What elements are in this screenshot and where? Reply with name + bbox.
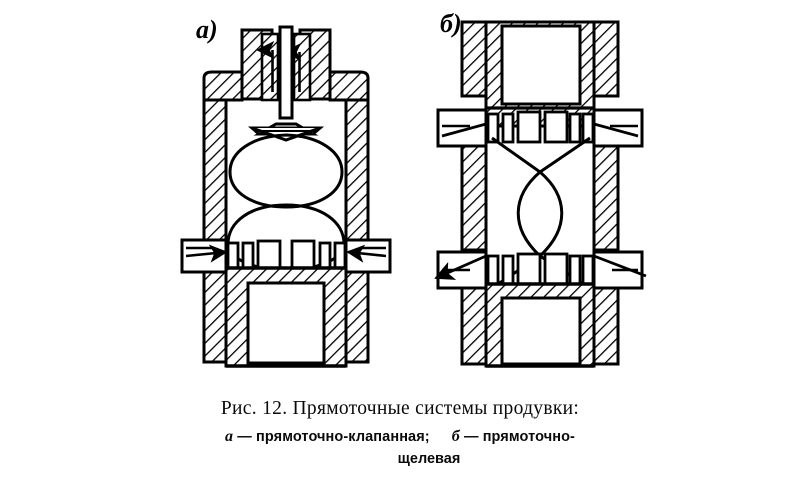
exhaust-port-left — [436, 108, 488, 148]
piston-ring — [501, 112, 515, 144]
cylinder-wall-right-lower — [344, 260, 370, 364]
piston — [224, 266, 348, 368]
diagram-b-label: б) — [440, 9, 462, 38]
cylinder-head-deck — [202, 70, 370, 102]
scavenge-port-belt-b — [434, 250, 647, 290]
lower-piston-rings — [486, 252, 595, 286]
piston-ring — [543, 252, 569, 286]
piston-ring — [241, 241, 255, 271]
figure-caption: Рис. 12. Прямоточные системы продувки: а… — [0, 396, 800, 469]
swirl-flow-right-strand — [537, 136, 591, 290]
caption-key-a-text: прямоточно-клапанная; — [256, 429, 430, 445]
intake-line-lower-right — [593, 254, 647, 278]
caption-key-b-text: прямоточно- — [482, 429, 575, 445]
piston-ring — [516, 110, 542, 144]
piston-ring — [568, 254, 582, 286]
caption-key: а — прямоточно-клапанная; б — прямоточно- — [0, 426, 800, 448]
piston-ring — [333, 241, 347, 271]
cylinder-wall-left — [202, 98, 228, 244]
cylinder-walls — [202, 98, 370, 364]
swirl-flow-b — [491, 136, 591, 290]
lower-piston — [484, 282, 596, 368]
diagram-b: б) — [434, 9, 647, 368]
exhaust-port-belt — [436, 108, 644, 148]
piston-ring — [516, 252, 542, 286]
piston-ring — [486, 254, 500, 286]
cylinder-walls-b — [460, 20, 620, 366]
swirl-flow-left-strand — [491, 136, 543, 290]
piston-ring — [581, 254, 595, 286]
caption-key-a-dash: — — [237, 429, 252, 445]
caption-title: Рис. 12. Прямоточные системы продувки: — [220, 398, 580, 419]
piston-ring — [486, 112, 500, 144]
cylinder-wall-right-top — [592, 20, 620, 98]
technical-drawing: а) — [180, 9, 647, 368]
lower-piston-cavity — [500, 296, 582, 366]
cylinder-wall-left-lower — [202, 260, 228, 364]
piston-ring — [581, 112, 595, 144]
cylinder-wall-left-top — [460, 20, 488, 98]
exhaust-port-right — [592, 108, 644, 148]
caption-key-a-marker: а — [225, 428, 234, 445]
caption-key-b-marker: б — [451, 428, 460, 445]
intake-arrow-right — [346, 244, 387, 263]
piston-ring — [290, 239, 316, 271]
piston-ring — [256, 239, 282, 271]
piston-cavity — [246, 281, 326, 365]
piston-ring — [226, 241, 240, 271]
intake-arrow-left — [185, 244, 228, 263]
cylinder-wall-right-low — [592, 280, 620, 366]
piston-ring — [568, 112, 582, 144]
scavenge-port-belt — [180, 238, 392, 274]
exhaust-flow-arrows — [256, 40, 302, 92]
upper-piston-rings — [486, 110, 595, 144]
intake-arrow-lower-left — [434, 254, 487, 280]
upper-piston — [484, 20, 596, 128]
diagram-a: а) — [180, 15, 392, 368]
diagram-a-label: а) — [196, 15, 218, 44]
cylinder-wall-left-low — [460, 280, 488, 366]
piston-ring — [501, 254, 515, 286]
cylinder-wall-right — [344, 98, 370, 244]
swirl-flow-upper-lobe — [228, 133, 344, 209]
piston-ring — [318, 241, 332, 271]
upper-piston-cavity — [500, 24, 582, 106]
piston-rings — [226, 239, 347, 271]
caption-key-b-continuation: щелевая — [397, 451, 461, 467]
valve-stem — [278, 25, 294, 120]
caption-key-b-dash: — — [463, 429, 479, 445]
piston-ring — [543, 110, 569, 144]
